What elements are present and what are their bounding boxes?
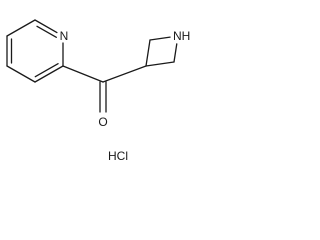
ring-bond	[34, 19, 58, 34]
azetidine-ring	[145, 36, 178, 67]
azetidine-nitrogen-label: NH	[173, 29, 190, 43]
chemical-structure: N NH O HCl	[6, 19, 190, 163]
ring-to-carbonyl-bond	[62, 65, 104, 83]
ring-bond	[34, 65, 64, 83]
pyridine-nitrogen-label: N	[60, 29, 69, 43]
pyridine-ring	[6, 19, 64, 83]
hcl-salt-label: HCl	[108, 149, 128, 163]
ring-double-bond-inner	[34, 62, 59, 78]
azetidine-bond	[149, 36, 171, 41]
linker-bonds	[62, 65, 147, 113]
ring-bond	[6, 19, 36, 37]
carbonyl-to-azetidine-bond	[102, 65, 147, 83]
ring-bond	[6, 65, 36, 83]
azetidine-bond	[145, 39, 151, 67]
ring-double-bond-inner	[36, 25, 57, 39]
carbonyl-oxygen-label: O	[98, 115, 107, 129]
azetidine-bond	[145, 61, 175, 67]
azetidine-bond	[173, 43, 178, 63]
